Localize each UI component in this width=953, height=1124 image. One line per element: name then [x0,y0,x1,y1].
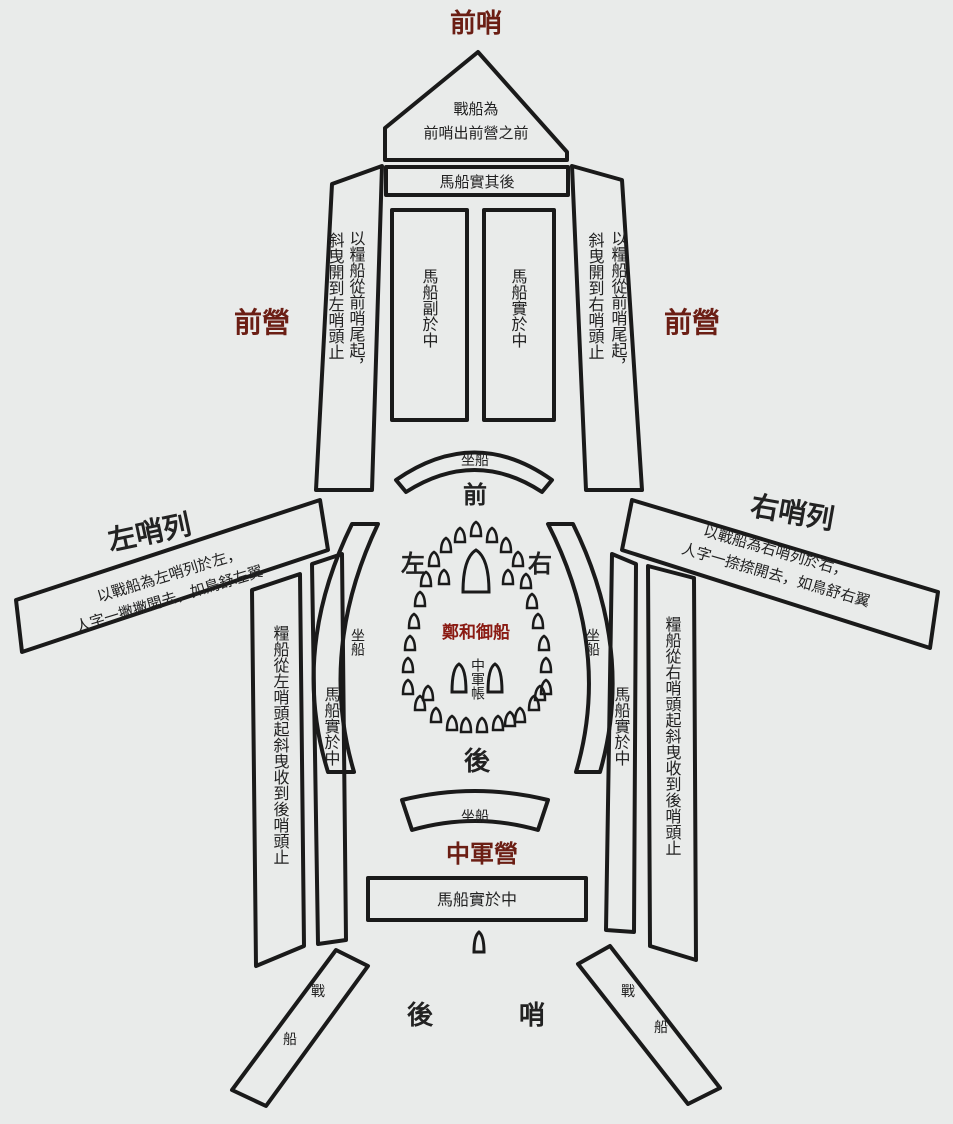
text-horse-ship-left-inner: 馬船副於中 [420,268,439,348]
ship-icon [475,716,489,734]
ship-icon [427,550,441,568]
text-rear-right-ship-a: 戰 [621,984,635,1000]
text-seat-ship-top: 坐船 [461,453,489,469]
text-left-grain-ship: 糧船從左哨頭起斜曳收到後哨頭止 [271,625,290,865]
text-seat-ship-bottom: 坐船 [461,809,489,825]
horse-ship-rear-bar [384,165,570,197]
ship-icon [533,684,547,702]
ship-icon [445,714,459,732]
ship-icon [421,684,435,702]
front-left-grain-ship-bar [314,164,384,492]
front-right-horse-ship-bar [482,208,556,422]
ship-icon [503,710,517,728]
ship-icon [403,634,417,652]
label-front: 前 [463,481,487,509]
label-front-camp-right: 前營 [664,306,720,339]
seat-ship-left-arc [311,522,380,774]
front-right-grain-ship-bar [570,164,644,492]
seat-ship-top-arc [394,450,554,494]
label-rear: 後 [464,746,491,777]
ship-icon [429,706,443,724]
text-rear-left-ship-b: 船 [283,1032,297,1048]
text-front-left-outer-2: 斜曳開到左哨頭止 [326,232,345,360]
text-left-horse-ship: 馬船實於中 [322,686,341,766]
small-ship-icon-right [486,662,504,694]
text-front-sentry-1: 戰船為 [453,100,498,118]
text-front-right-outer-2: 斜曳開到右哨頭止 [586,232,605,360]
seat-ship-bottom-arc [400,789,550,832]
left-horse-ship-bar [310,552,348,946]
label-front-sentry: 前哨 [450,8,502,39]
text-right-grain-ship: 糧船從右哨頭起斜曳收到後哨頭止 [663,616,682,856]
ship-icon [499,536,513,554]
left-grain-ship-bar [250,572,306,968]
rear-small-ship-icon [472,930,486,954]
label-right: 右 [528,550,552,578]
text-front-sentry-2: 前哨出前營之前 [423,124,528,142]
large-ship-icon [461,548,491,594]
ship-icon [469,520,483,538]
front-left-horse-ship-bar [390,208,469,422]
label-rear-sentry-a: 後 [407,1000,434,1031]
ship-icon [513,706,527,724]
ship-icon [459,716,473,734]
central-horse-ship-bar [366,876,588,922]
seat-ship-right-arc [546,522,615,774]
ship-icon [491,714,505,732]
front-sentry-block [383,50,569,162]
ship-icon [501,568,515,586]
text-rear-right-ship-b: 船 [654,1020,668,1036]
ship-icon [453,526,467,544]
ship-icon [413,694,427,712]
label-right-sentry-column: 右哨列 [748,489,836,536]
ship-icon [511,550,525,568]
text-seat-ship-left: 坐船 [349,628,365,657]
text-right-horse-ship: 馬船實於中 [612,686,631,766]
label-left: 左 [401,550,425,578]
label-front-camp-left: 前營 [234,306,290,339]
ship-icon [407,612,421,630]
text-horse-ship-rear: 馬船實其後 [439,173,514,191]
left-sentry-column-bar [14,498,330,654]
right-sentry-column-bar [620,498,940,650]
small-ship-icon-left [450,662,468,694]
text-rear-left-ship-a: 戰 [311,984,325,1000]
ship-icon [537,634,551,652]
ship-icon [413,590,427,608]
rear-left-war-ship-bar [230,948,370,1108]
ship-icon [485,526,499,544]
text-horse-ship-right-inner: 馬船實於中 [509,268,528,348]
label-central-tent: 中軍帳 [469,658,485,700]
text-front-right-outer-1: 以糧船從前哨尾起， [609,230,628,374]
text-central-horse-ship: 馬船實於中 [437,890,517,909]
ship-icon [419,570,433,588]
rear-right-war-ship-bar [576,944,722,1106]
ship-ring [401,520,553,734]
ship-icon [401,656,415,674]
label-rear-sentry-b: 哨 [519,1001,545,1031]
label-central-camp: 中軍營 [446,840,518,868]
ship-icon [401,678,415,696]
text-seat-ship-right: 坐船 [584,628,600,657]
right-horse-ship-bar [604,552,638,934]
ship-icon [439,536,453,554]
text-front-left-outer-1: 以糧船從前哨尾起， [347,230,366,374]
label-zheng-he-ship: 鄭和御船 [442,622,510,643]
ship-icon [525,592,539,610]
right-grain-ship-bar [646,564,698,962]
ship-icon [437,568,451,586]
ship-icon [539,656,553,674]
ship-icon [519,572,533,590]
label-left-sentry-column: 左哨列 [105,508,194,558]
ship-icon [531,612,545,630]
